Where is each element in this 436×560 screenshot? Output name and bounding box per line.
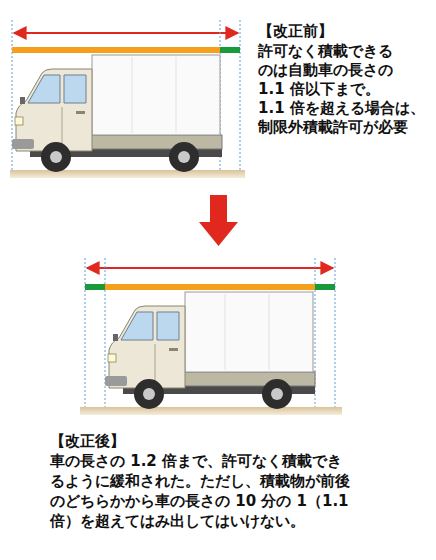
overhang-bar xyxy=(85,284,105,290)
ground xyxy=(10,170,245,178)
overhang-bar xyxy=(315,284,335,290)
note-text: 車の長さの 1.2 倍まで、許可なく積載できるように緩和された。ただし、積載物が… xyxy=(50,451,352,531)
ground xyxy=(80,407,342,415)
guide-line xyxy=(12,20,13,176)
transition-arrow xyxy=(199,195,238,246)
panel-heading: 【改正後】 xyxy=(50,431,390,451)
length-arrow xyxy=(87,267,333,269)
panel-heading: 【改正前】 xyxy=(258,22,434,41)
guide-line xyxy=(240,20,241,176)
guide-line xyxy=(85,258,86,412)
guide-line xyxy=(335,258,336,412)
cargo-bar xyxy=(105,284,315,290)
truck-illustration xyxy=(12,55,222,172)
length-arrow xyxy=(14,32,238,34)
note-text: 許可なく積載できるのは自動車の長さの1.1 倍以下まで。 xyxy=(258,42,398,99)
overhang-bar xyxy=(220,47,240,53)
truck-illustration xyxy=(105,292,315,409)
note-text: 1.1 倍を超える場合は、制限外積載許可が必要 xyxy=(258,99,436,137)
guide-line xyxy=(105,258,106,412)
cargo-bar xyxy=(12,47,220,53)
